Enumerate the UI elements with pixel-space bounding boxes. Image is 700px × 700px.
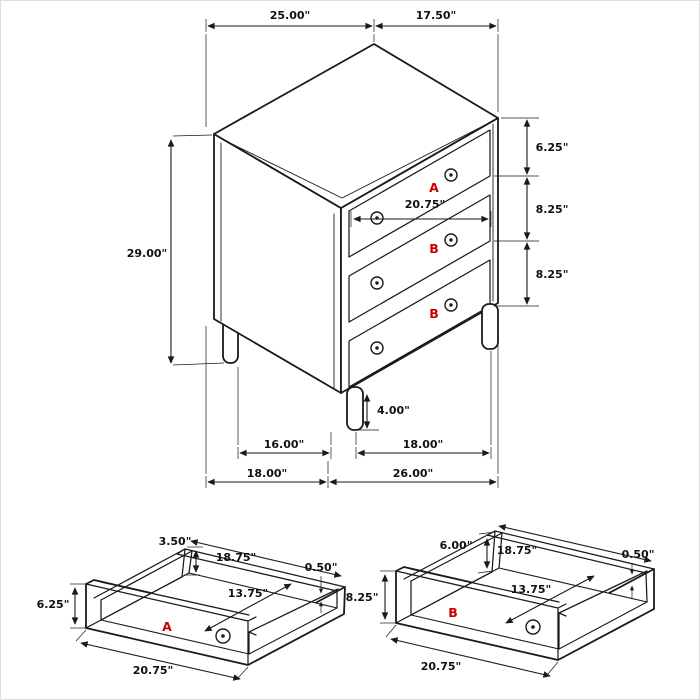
front-right-leg [481,303,499,350]
leg-height-dimension: 4.00" [353,394,410,431]
dim-top-to-first-drawer: 6.25" [536,141,569,154]
drawer-c-letter: B [429,306,439,321]
dim-a-inner-depth: 13.75" [228,587,269,600]
dim-a-side-height: 3.50" [159,535,192,548]
chest-body: A B B [213,43,499,431]
front-left-leg [346,386,364,431]
drawer-a-detail-letter: A [162,619,172,634]
top-edge-accent [223,121,492,199]
dim-drawer-front-width: 20.75" [405,198,446,211]
drawer-a-detail: A 6.25" 3.50" 18.75" 13.75" 0.50" 20.75" [37,535,346,681]
dim-top-width: 25.00" [270,9,311,22]
dim-drawer-spacing-1: 8.25" [536,203,569,216]
drawer-spacing-dimensions: 6.25" 8.25" 8.25" [494,117,569,307]
drawer-b-detail-letter: B [448,605,458,620]
dim-b-front-height: 8.25" [346,591,379,604]
dim-b-wall-thickness: 0.50" [622,548,655,561]
dim-base-depth: 18.00" [247,467,288,480]
dim-b-inner-depth: 13.75" [511,583,552,596]
dim-leg-spacing-width: 18.00" [403,438,444,451]
dim-a-front-height: 6.25" [37,598,70,611]
drawer-a-front [348,129,491,258]
drawer-width-dimension: 20.75" [350,198,492,227]
top-dimensions: 25.00" 17.50" [205,9,499,127]
drawer-a-letter: A [429,180,439,195]
dim-a-wall-thickness: 0.50" [305,561,338,574]
dim-leg-spacing-depth: 16.00" [264,438,305,451]
height-dimension: 29.00" [127,134,225,366]
top-face [213,43,499,209]
dim-base-width: 26.00" [393,467,434,480]
drawer-b-detail: B 8.25" 6.00" 18.75" 13.75" 0.50" 20.75" [346,524,655,678]
dim-top-depth: 17.50" [416,9,457,22]
dim-a-inner-width: 18.75" [216,551,257,564]
bottom-dimensions: 16.00" 18.00" 18.00" 26.00" [205,313,499,488]
dim-drawer-spacing-2: 8.25" [536,268,569,281]
dim-overall-height: 29.00" [127,247,168,260]
dim-leg-height: 4.00" [377,404,410,417]
dim-b-side-height: 6.00" [440,539,473,552]
dim-b-outer-width: 20.75" [421,660,462,673]
dim-a-outer-width: 20.75" [133,664,174,677]
drawer-b-letter: B [429,241,439,256]
dim-b-inner-width: 18.75" [497,544,538,557]
